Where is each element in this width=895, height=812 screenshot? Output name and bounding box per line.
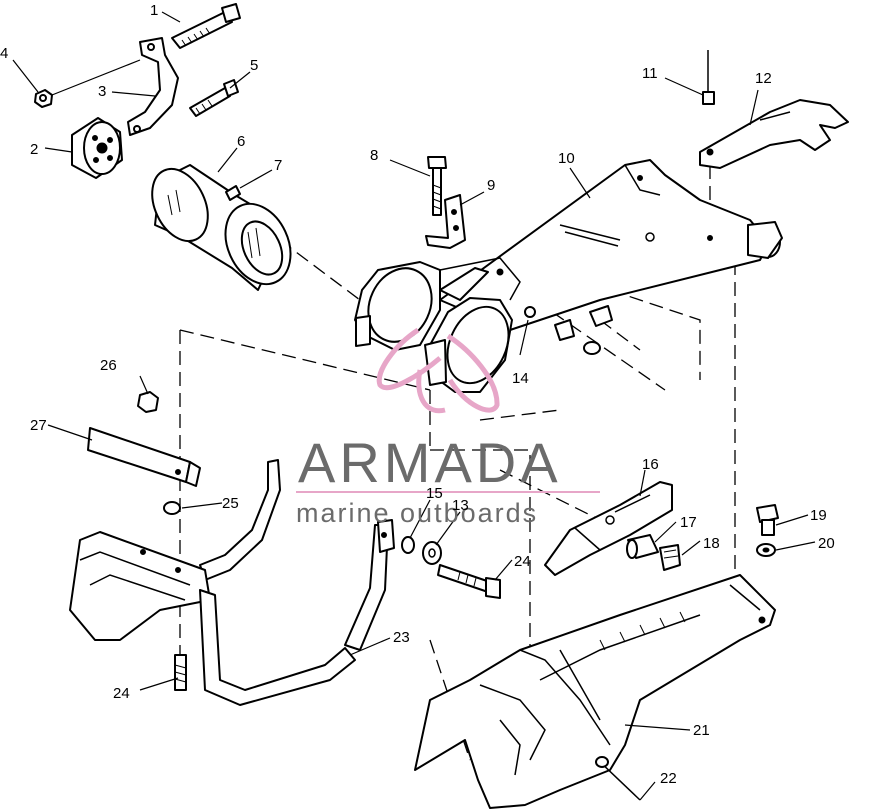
spacer-part-17	[626, 534, 659, 559]
watermark-tagline: marine outboards	[296, 498, 538, 528]
callout-17: 17	[680, 514, 697, 531]
callout-26: 26	[100, 357, 117, 374]
bracket-part-16	[544, 481, 673, 576]
callout-6: 6	[237, 133, 245, 150]
u-bracket-part-3	[127, 37, 179, 136]
bolt-part-24	[437, 564, 501, 599]
washer-part-25	[163, 501, 181, 515]
callout-16: 16	[642, 456, 659, 473]
callout-labels: 1 2 3 4 5 6 7 8 9 10 11 12 13 14 15 16 1…	[0, 2, 835, 787]
bolt-part-19	[756, 504, 779, 536]
nut-part-4	[34, 89, 53, 108]
armada-logo	[376, 327, 500, 414]
callout-3: 3	[98, 83, 106, 100]
callout-19: 19	[810, 507, 827, 524]
bolt-part-1	[171, 3, 241, 49]
housing-part-21	[414, 574, 776, 809]
bumper-bar-part-23	[69, 459, 395, 706]
main-arm-part-10	[439, 159, 783, 355]
callout-13: 13	[452, 497, 469, 514]
callout-11: 11	[642, 65, 658, 82]
callout-7: 7	[274, 157, 282, 174]
callout-1: 1	[150, 2, 158, 19]
leader-lines	[12, 11, 816, 801]
clamp-part-14	[354, 257, 536, 393]
washer-part-13	[422, 541, 442, 565]
screw-part-11	[702, 50, 715, 105]
callout-21: 21	[693, 722, 710, 739]
bolt-part-8	[427, 156, 447, 216]
callout-27: 27	[30, 417, 47, 434]
plate-part-12	[699, 99, 849, 169]
bolt-part-18	[659, 544, 681, 571]
pin-part-22	[595, 756, 641, 801]
callout-18: 18	[703, 535, 720, 552]
callout-4: 4	[0, 45, 8, 62]
screw-part-7	[225, 185, 241, 201]
roller-part-2	[71, 117, 123, 179]
callout-12: 12	[755, 70, 772, 87]
callout-14: 14	[512, 370, 529, 387]
watermark-brand: ARMADA	[298, 431, 562, 494]
callout-8: 8	[370, 147, 378, 164]
callout-15: 15	[426, 485, 443, 502]
callout-5: 5	[250, 57, 258, 74]
washer-part-20	[756, 543, 776, 557]
armada-watermark: ARMADA marine outboards	[296, 327, 600, 528]
callout-24-middle: 24	[514, 553, 531, 570]
bolt-part-5	[189, 79, 239, 117]
angle-bar-part-27	[87, 427, 201, 487]
washer-part-15	[401, 536, 415, 554]
callout-23: 23	[393, 629, 410, 646]
callout-2: 2	[30, 141, 38, 158]
callout-10: 10	[558, 150, 575, 167]
callout-9: 9	[487, 177, 495, 194]
nut-part-26	[137, 391, 159, 413]
bracket-part-9	[425, 194, 466, 249]
callout-22: 22	[660, 770, 677, 787]
callout-20: 20	[818, 535, 835, 552]
callout-24-left: 24	[113, 685, 130, 702]
spool-roller-part-6	[151, 164, 292, 291]
callout-25: 25	[222, 495, 239, 512]
